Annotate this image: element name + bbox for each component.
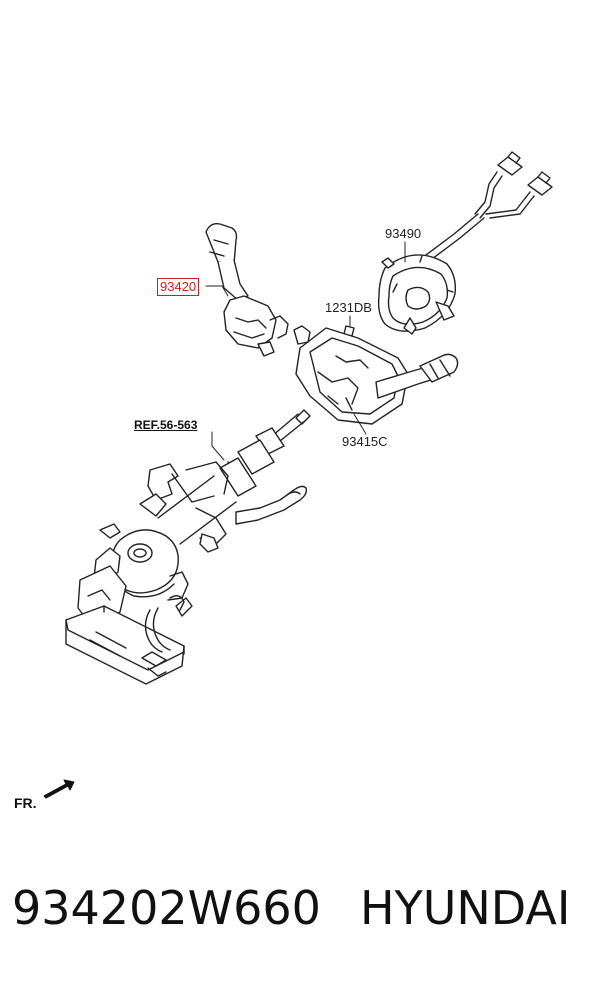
wiring-harness [413,151,553,269]
steering-column [139,409,311,553]
callout-93490: 93490 [385,226,422,241]
clock-spring-93490 [377,254,457,335]
front-direction-arrow-icon [43,779,75,799]
ref-label: REF.56-563 [134,418,198,432]
eps-motor-assembly [65,523,193,685]
callout-93415C: 93415C [342,434,388,449]
callout-93420[interactable]: 93420 [157,278,200,296]
part-number-caption: 934202W660 [12,881,321,935]
leader-lines [205,241,406,461]
brand-caption: HYUNDAI [360,881,571,935]
callout-1231DB: 1231DB [325,300,372,315]
multifunction-switch-93415C [293,325,459,425]
fr-label: FR. [14,795,37,811]
lever-switch-93420 [205,222,289,357]
